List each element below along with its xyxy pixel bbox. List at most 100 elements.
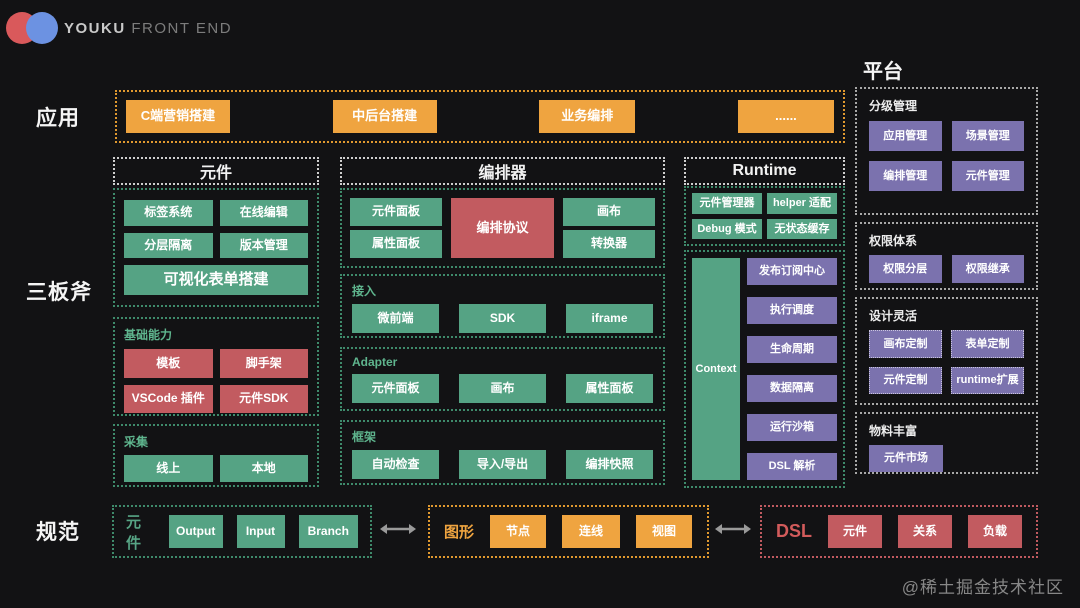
- block-form-customization: 表单定制: [951, 330, 1024, 358]
- block-execution-scheduling: 执行调度: [747, 297, 837, 324]
- block-lifecycle: 生命周期: [747, 336, 837, 363]
- runtime-top-group: 元件管理器 helper 适配 Debug 模式 无状态缓存: [684, 186, 845, 246]
- collect-label: 采集: [124, 435, 149, 449]
- block-component-market: 元件市场: [869, 445, 943, 472]
- spec-graph-group: 图形 节点 连线 视图: [428, 505, 709, 558]
- block-branch: Branch: [298, 515, 358, 548]
- brand-name-bold: YOUKU: [64, 20, 126, 37]
- block-scene-management: 场景管理: [951, 121, 1024, 151]
- side-label-application: 应用: [36, 107, 80, 130]
- access-group: 接入 微前端 SDK iframe: [340, 274, 665, 338]
- block-view: 视图: [636, 515, 693, 548]
- block-iframe: iframe: [566, 304, 653, 333]
- block-component-panel: 元件面板: [350, 198, 442, 226]
- block-debug-mode: Debug 模式: [692, 218, 762, 239]
- platform-title: 平台: [863, 61, 903, 83]
- block-orchestration-snapshot: 编排快照: [566, 450, 653, 479]
- bidirectional-arrow-icon-1: [378, 521, 418, 537]
- block-online: 线上: [124, 455, 213, 482]
- block-helper-adapt: helper 适配: [767, 193, 837, 214]
- adapter-group: Adapter 元件面板 画布 属性面板: [340, 347, 665, 411]
- app-block-c-marketing: C端营销搭建: [126, 100, 230, 133]
- block-runtime-extension: runtime扩展: [951, 366, 1024, 394]
- block-adapter-canvas: 画布: [459, 374, 546, 403]
- permission-system-label: 权限体系: [869, 234, 918, 248]
- block-orchestration-protocol: 编排协议: [451, 198, 554, 258]
- runtime-context-group: Context 发布订阅中心 执行调度 生命周期 数据隔离 运行沙箱 DSL 解…: [684, 250, 845, 488]
- block-auto-check: 自动检查: [352, 450, 439, 479]
- block-visual-form-building: 可视化表单搭建: [124, 265, 308, 295]
- block-online-edit: 在线编辑: [219, 200, 308, 226]
- spec-dsl-group: DSL 元件 关系 负载: [760, 505, 1038, 558]
- app-block-business-orchestration: 业务编排: [539, 100, 636, 133]
- block-runtime-sandbox: 运行沙箱: [747, 414, 837, 441]
- collect-group: 采集 线上 本地: [113, 424, 319, 487]
- block-data-isolation: 数据隔离: [747, 375, 837, 402]
- block-app-management: 应用管理: [869, 121, 942, 151]
- app-block-more: ......: [737, 100, 834, 133]
- component-column-title: 元件: [113, 157, 319, 185]
- design-flexibility-label: 设计灵活: [869, 309, 918, 323]
- design-flexibility-group: 设计灵活 画布定制 表单定制 元件定制 runtime扩展: [855, 297, 1038, 405]
- watermark: @稀土掘金技术社区: [901, 578, 1064, 597]
- block-sdk: SDK: [459, 304, 546, 333]
- context-bar: Context: [692, 258, 740, 480]
- permission-system-group: 权限体系 权限分层 权限继承: [855, 222, 1038, 290]
- brand-name-light: FRONT END: [131, 20, 233, 37]
- framework-label: 框架: [352, 430, 377, 444]
- block-converter: 转换器: [563, 230, 655, 258]
- block-adapter-component-panel: 元件面板: [352, 374, 439, 403]
- block-dsl-relation: 关系: [898, 515, 952, 548]
- material-richness-label: 物料丰富: [869, 424, 918, 438]
- orchestrator-column-title: 编排器: [340, 157, 665, 185]
- spec-dsl-label: DSL: [776, 521, 812, 541]
- block-micro-frontend: 微前端: [352, 304, 439, 333]
- block-dsl-parsing: DSL 解析: [747, 453, 837, 480]
- block-permission-inheritance: 权限继承: [951, 255, 1024, 283]
- basic-capability-group: 基础能力 模板 脚手架 VSCode 插件 元件SDK: [113, 317, 319, 416]
- spec-graph-label: 图形: [444, 524, 475, 541]
- block-local: 本地: [219, 455, 308, 482]
- app-block-mid-backend: 中后台搭建: [332, 100, 437, 133]
- block-component-manager: 元件管理器: [692, 193, 762, 214]
- block-component-sdk: 元件SDK: [219, 384, 308, 413]
- block-stateless-cache: 无状态缓存: [767, 218, 837, 239]
- block-version-management: 版本管理: [219, 232, 308, 259]
- block-pubsub-center: 发布订阅中心: [747, 258, 837, 285]
- block-scaffold: 脚手架: [219, 349, 308, 378]
- block-output: Output: [168, 515, 223, 548]
- applications-group: C端营销搭建 中后台搭建 业务编排 ......: [115, 90, 845, 143]
- block-layer-isolation: 分层隔离: [124, 232, 213, 259]
- material-richness-group: 物料丰富 元件市场: [855, 412, 1038, 474]
- block-vscode-plugin: VSCode 插件: [124, 384, 213, 413]
- side-label-three-axes: 三板斧: [26, 281, 92, 304]
- block-permission-layering: 权限分层: [869, 255, 942, 283]
- bidirectional-arrow-icon-2: [713, 521, 753, 537]
- side-label-spec: 规范: [36, 521, 80, 544]
- block-tag-system: 标签系统: [124, 200, 213, 226]
- block-component-customization: 元件定制: [869, 366, 942, 394]
- block-dsl-component: 元件: [828, 515, 882, 548]
- block-import-export: 导入/导出: [459, 450, 546, 479]
- spec-component-group: 元件 Output Input Branch: [112, 505, 372, 558]
- framework-group: 框架 自动检查 导入/导出 编排快照: [340, 420, 665, 485]
- adapter-label: Adapter: [352, 355, 398, 369]
- grading-management-group: 分级管理 应用管理 场景管理 编排管理 元件管理: [855, 87, 1038, 215]
- block-orchestration-management: 编排管理: [869, 161, 942, 191]
- orchestrator-core-group: 元件面板 属性面板 编排协议 画布 转换器: [340, 188, 665, 268]
- component-core-group: 标签系统 在线编辑 分层隔离 版本管理 可视化表单搭建: [113, 188, 319, 307]
- block-dsl-payload: 负载: [968, 515, 1022, 548]
- spec-component-label: 元件: [126, 513, 142, 552]
- block-template: 模板: [124, 349, 213, 378]
- block-input: Input: [236, 515, 285, 548]
- grading-management-label: 分级管理: [869, 99, 918, 113]
- block-adapter-property-panel: 属性面板: [566, 374, 653, 403]
- block-node: 节点: [490, 515, 547, 548]
- logo-blue-circle-icon: [26, 12, 58, 44]
- access-label: 接入: [352, 284, 377, 298]
- basic-capability-label: 基础能力: [124, 328, 173, 342]
- block-canvas-customization: 画布定制: [869, 330, 942, 358]
- block-property-panel: 属性面板: [350, 230, 442, 258]
- runtime-column-title: Runtime: [684, 157, 845, 185]
